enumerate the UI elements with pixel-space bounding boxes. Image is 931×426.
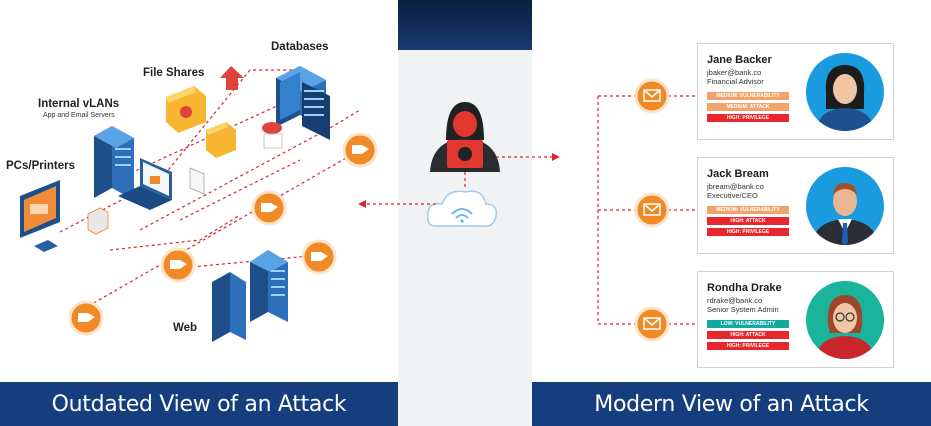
- document-icon: [189, 167, 205, 195]
- avatar: [806, 53, 884, 131]
- user-card[interactable]: Jack Bream jbream@bank.co Executive/CEO …: [697, 157, 894, 254]
- avatar: [806, 167, 884, 245]
- user-role: Financial Advisor: [707, 77, 764, 86]
- internal-vlans-label: Internal vLANs: [38, 98, 120, 110]
- desktop-pc-icon: [20, 180, 60, 252]
- user-card[interactable]: Jane Backer jbaker@bank.co Financial Adv…: [697, 43, 894, 140]
- user-name: Jane Backer: [707, 54, 772, 66]
- center-connectors: [366, 156, 556, 205]
- woman-avatar-icon: [816, 65, 874, 131]
- firewall-icons: [68, 132, 378, 336]
- man-avatar-icon: [812, 183, 878, 245]
- hacker-icon: [430, 102, 500, 172]
- risk-bar-privilege: HIGH: PRIVILEGE: [707, 342, 789, 350]
- internal-vlans-sublabel: App and Email Servers: [43, 112, 115, 119]
- database-server-icon: [276, 66, 330, 140]
- cloud-lock-icon: [262, 122, 283, 149]
- risk-bar-attack: MEDIUM: ATTACK: [707, 103, 789, 111]
- risk-bar-vulnerability: MEDIUM: VULNERABILITY: [707, 206, 789, 214]
- arrow-left-icon: [358, 200, 366, 208]
- folder-icon: [166, 86, 206, 133]
- avatar: [806, 281, 884, 359]
- woman-glasses-avatar-icon: [816, 295, 874, 359]
- user-email: rdrake@bank.co: [707, 296, 763, 305]
- modern-view-title: Modern View of an Attack: [532, 382, 931, 426]
- file-shares-label: File Shares: [143, 67, 205, 79]
- outdated-view-panel: [0, 0, 398, 426]
- user-email: jbream@bank.co: [707, 182, 764, 191]
- databases-label: Databases: [271, 41, 329, 53]
- user-card[interactable]: Rondha Drake rdrake@bank.co Senior Syste…: [697, 271, 894, 368]
- folder-icon: [206, 122, 236, 158]
- center-dark-banner: [398, 0, 532, 50]
- user-name: Jack Bream: [707, 168, 769, 180]
- risk-bar-privilege: HIGH: PRIVILEGE: [707, 228, 789, 236]
- alert-icon-circles: [634, 78, 670, 342]
- risk-bar-vulnerability: MEDIUM: VULNERABILITY: [707, 92, 789, 100]
- user-role: Executive/CEO: [707, 191, 758, 200]
- risk-bar-privilege: HIGH: PRIVILEGE: [707, 114, 789, 122]
- web-label: Web: [173, 322, 198, 334]
- pcs-printers-label: PCs/Printers: [6, 160, 76, 172]
- user-email: jbaker@bank.co: [707, 68, 762, 77]
- user-tree-connectors: [597, 95, 697, 325]
- risk-bar-attack: HIGH: ATTACK: [707, 331, 789, 339]
- envelope-icon: [87, 207, 109, 235]
- user-name: Rondha Drake: [707, 282, 782, 294]
- risk-bar-vulnerability: LOW: VULNERABILITY: [707, 320, 789, 328]
- risk-bar-attack: HIGH: ATTACK: [707, 217, 789, 225]
- web-server-icon: [212, 250, 288, 342]
- upload-arrow-icon: [220, 66, 244, 90]
- arrow-right-icon: [552, 153, 560, 161]
- laptop-icon: [118, 158, 172, 210]
- user-role: Senior System Admin: [707, 305, 779, 314]
- server-tower-icon: [94, 126, 134, 200]
- outdated-view-title: Outdated View of an Attack: [0, 382, 398, 426]
- cloud-wifi-icon: [426, 190, 498, 228]
